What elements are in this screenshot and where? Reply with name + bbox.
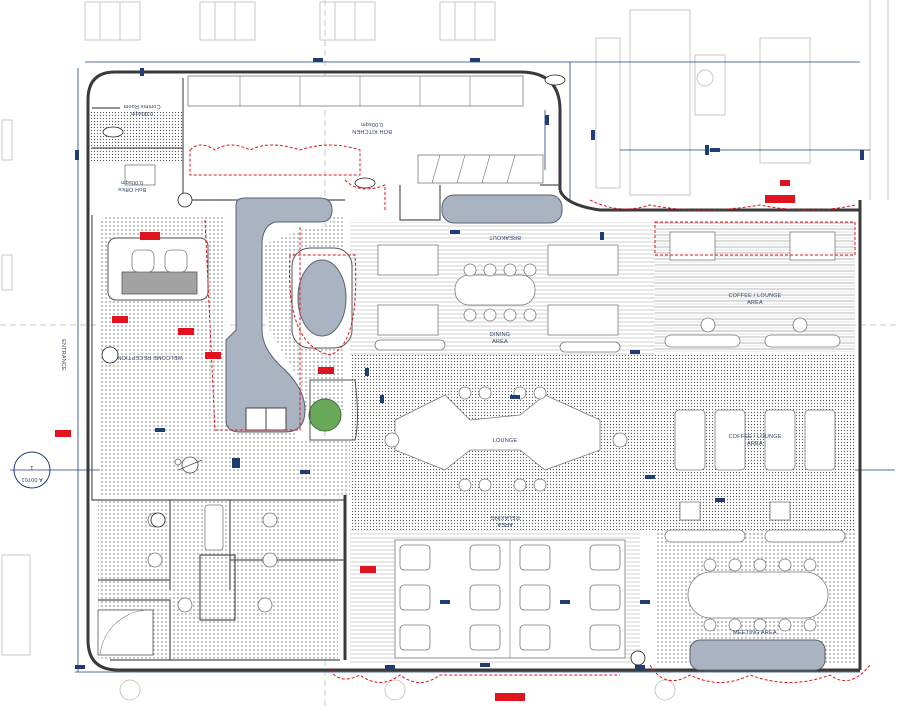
- label-dining: DINING: [490, 332, 510, 338]
- label-coffee-lounge-mid-area: AREA: [747, 441, 763, 447]
- label-dining-area: AREA: [492, 339, 508, 345]
- label-breakout: BREAKOUT: [489, 234, 521, 240]
- kitchen-counters: [124, 75, 544, 186]
- servery-counter: [225, 194, 826, 671]
- red-tags: [55, 180, 795, 701]
- label-coffee-lounge-top-area: AREA: [747, 300, 763, 306]
- relaxing-furniture: [394, 539, 626, 659]
- label-boh-kitchen-area: 0.00sqm: [361, 121, 384, 127]
- label-boh-office-area: 0.00sqm: [121, 179, 144, 185]
- lounge-furniture: [384, 386, 628, 492]
- label-lounge: LOUNGE: [493, 438, 518, 444]
- label-coffee-lounge-top: COFFEE / LOUNGE: [728, 293, 781, 299]
- room-labels: Comms Room 0.00sqm BOH KITCHEN 0.00sqm B…: [60, 103, 781, 636]
- meeting-table: [687, 558, 829, 632]
- label-coffee-lounge-mid: COFFEE / LOUNGE: [728, 434, 781, 440]
- label-relaxing: RELAXING: [490, 514, 519, 520]
- label-boh-office: BoH Office: [118, 186, 147, 192]
- label-relaxing-area: AREA: [497, 521, 513, 527]
- label-meeting-area: MEETING AREA: [733, 630, 777, 636]
- door-tags: [101, 74, 646, 666]
- section-sheet: A 00701: [21, 476, 43, 482]
- section-marker: 1 A 00701: [13, 451, 51, 489]
- label-entrance: ENTRANCE: [60, 339, 66, 371]
- reception-desk: [107, 237, 209, 301]
- label-welcome-reception: WELCOME RECEPTION: [117, 354, 182, 360]
- label-comms-room: Comms Room: [123, 103, 160, 109]
- planter: [291, 247, 358, 441]
- section-number: 1: [30, 464, 34, 470]
- blue-tags: [75, 58, 864, 669]
- dining-furniture: [374, 244, 621, 353]
- entry-feature: [174, 456, 203, 474]
- label-boh-kitchen: BOH KITCHEN: [352, 128, 392, 134]
- revision-clouds: [189, 144, 871, 683]
- label-comms-room-area: 0.00sqm: [131, 110, 154, 116]
